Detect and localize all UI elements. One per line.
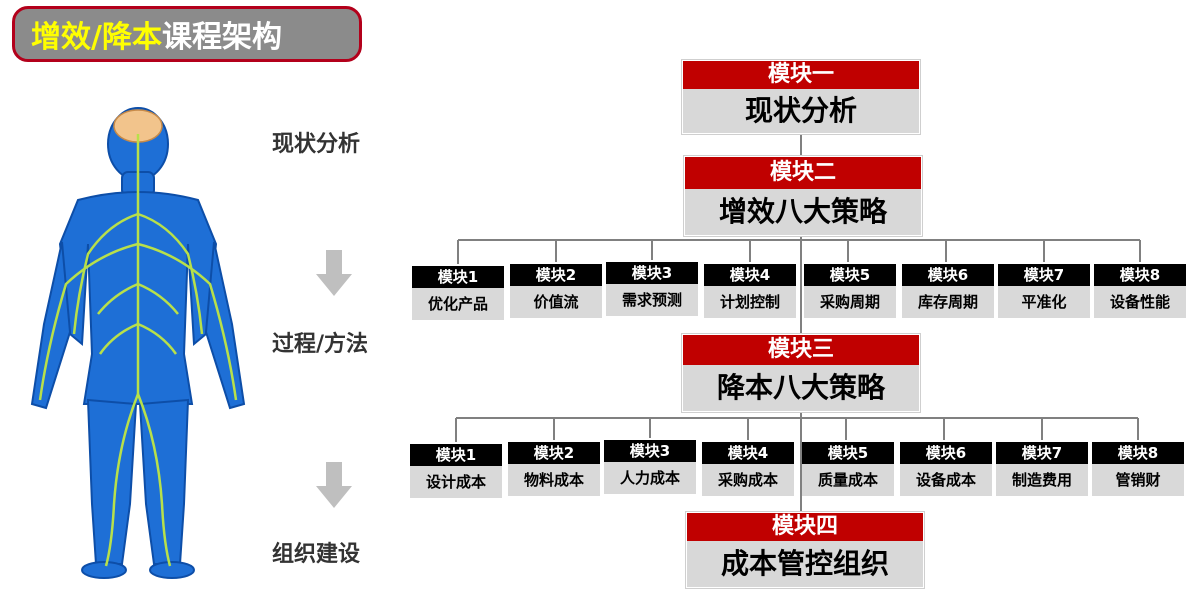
course-title: 增效/降本课程架构 <box>12 6 362 62</box>
cost-item: 模块3 人力成本 <box>604 440 696 496</box>
title-highlight: 增效/降本 <box>31 12 162 56</box>
item-label: 计划控制 <box>704 286 796 318</box>
label-process: 过程/方法 <box>272 326 368 358</box>
item-header: 模块5 <box>804 264 896 286</box>
cost-item: 模块1 设计成本 <box>410 444 502 500</box>
item-header: 模块7 <box>998 264 1090 286</box>
efficiency-item: 模块3 需求预测 <box>606 262 698 318</box>
efficiency-item: 模块7 平准化 <box>998 264 1090 320</box>
module-title: 成本管控组织 <box>687 541 923 587</box>
item-label: 设计成本 <box>410 466 502 498</box>
efficiency-item: 模块2 价值流 <box>510 264 602 320</box>
item-label: 采购周期 <box>804 286 896 318</box>
item-header: 模块8 <box>1092 442 1184 464</box>
module-2: 模块二 增效八大策略 <box>684 156 922 236</box>
down-arrow-icon <box>316 250 352 296</box>
item-label: 平准化 <box>998 286 1090 318</box>
item-header: 模块3 <box>604 440 696 462</box>
item-label: 设备成本 <box>900 464 992 496</box>
item-header: 模块4 <box>702 442 794 464</box>
item-label: 采购成本 <box>702 464 794 496</box>
module-title: 现状分析 <box>683 89 919 133</box>
item-label: 优化产品 <box>412 288 504 320</box>
cost-item: 模块8 管销财 <box>1092 442 1184 498</box>
efficiency-item: 模块5 采购周期 <box>804 264 896 320</box>
cost-item: 模块2 物料成本 <box>508 442 600 498</box>
module-header: 模块三 <box>683 335 919 365</box>
efficiency-item: 模块8 设备性能 <box>1094 264 1186 320</box>
module-4: 模块四 成本管控组织 <box>686 512 924 588</box>
efficiency-item: 模块1 优化产品 <box>412 266 504 322</box>
module-header: 模块二 <box>685 157 921 189</box>
item-header: 模块1 <box>410 444 502 466</box>
cost-item: 模块7 制造费用 <box>996 442 1088 498</box>
efficiency-item: 模块6 库存周期 <box>902 264 994 320</box>
efficiency-item: 模块4 计划控制 <box>704 264 796 320</box>
item-header: 模块5 <box>802 442 894 464</box>
down-arrow-icon <box>316 462 352 508</box>
module-1: 模块一 现状分析 <box>682 60 920 134</box>
nervous-system-figure <box>18 104 258 584</box>
item-label: 制造费用 <box>996 464 1088 496</box>
module-header: 模块一 <box>683 61 919 89</box>
label-organization: 组织建设 <box>272 536 360 568</box>
item-label: 设备性能 <box>1094 286 1186 318</box>
item-header: 模块3 <box>606 262 698 284</box>
item-header: 模块2 <box>510 264 602 286</box>
title-rest: 课程架构 <box>162 12 282 56</box>
item-label: 库存周期 <box>902 286 994 318</box>
cost-item: 模块5 质量成本 <box>802 442 894 498</box>
item-header: 模块2 <box>508 442 600 464</box>
item-label: 需求预测 <box>606 284 698 316</box>
module-header: 模块四 <box>687 513 923 541</box>
item-label: 物料成本 <box>508 464 600 496</box>
item-header: 模块7 <box>996 442 1088 464</box>
item-header: 模块8 <box>1094 264 1186 286</box>
module-title: 增效八大策略 <box>685 189 921 235</box>
module-3: 模块三 降本八大策略 <box>682 334 920 412</box>
item-header: 模块6 <box>900 442 992 464</box>
item-label: 价值流 <box>510 286 602 318</box>
item-header: 模块1 <box>412 266 504 288</box>
cost-item: 模块4 采购成本 <box>702 442 794 498</box>
item-label: 人力成本 <box>604 462 696 494</box>
item-header: 模块6 <box>902 264 994 286</box>
cost-item: 模块6 设备成本 <box>900 442 992 498</box>
item-label: 管销财 <box>1092 464 1184 496</box>
label-analysis: 现状分析 <box>272 126 360 158</box>
module-title: 降本八大策略 <box>683 365 919 411</box>
item-label: 质量成本 <box>802 464 894 496</box>
item-header: 模块4 <box>704 264 796 286</box>
